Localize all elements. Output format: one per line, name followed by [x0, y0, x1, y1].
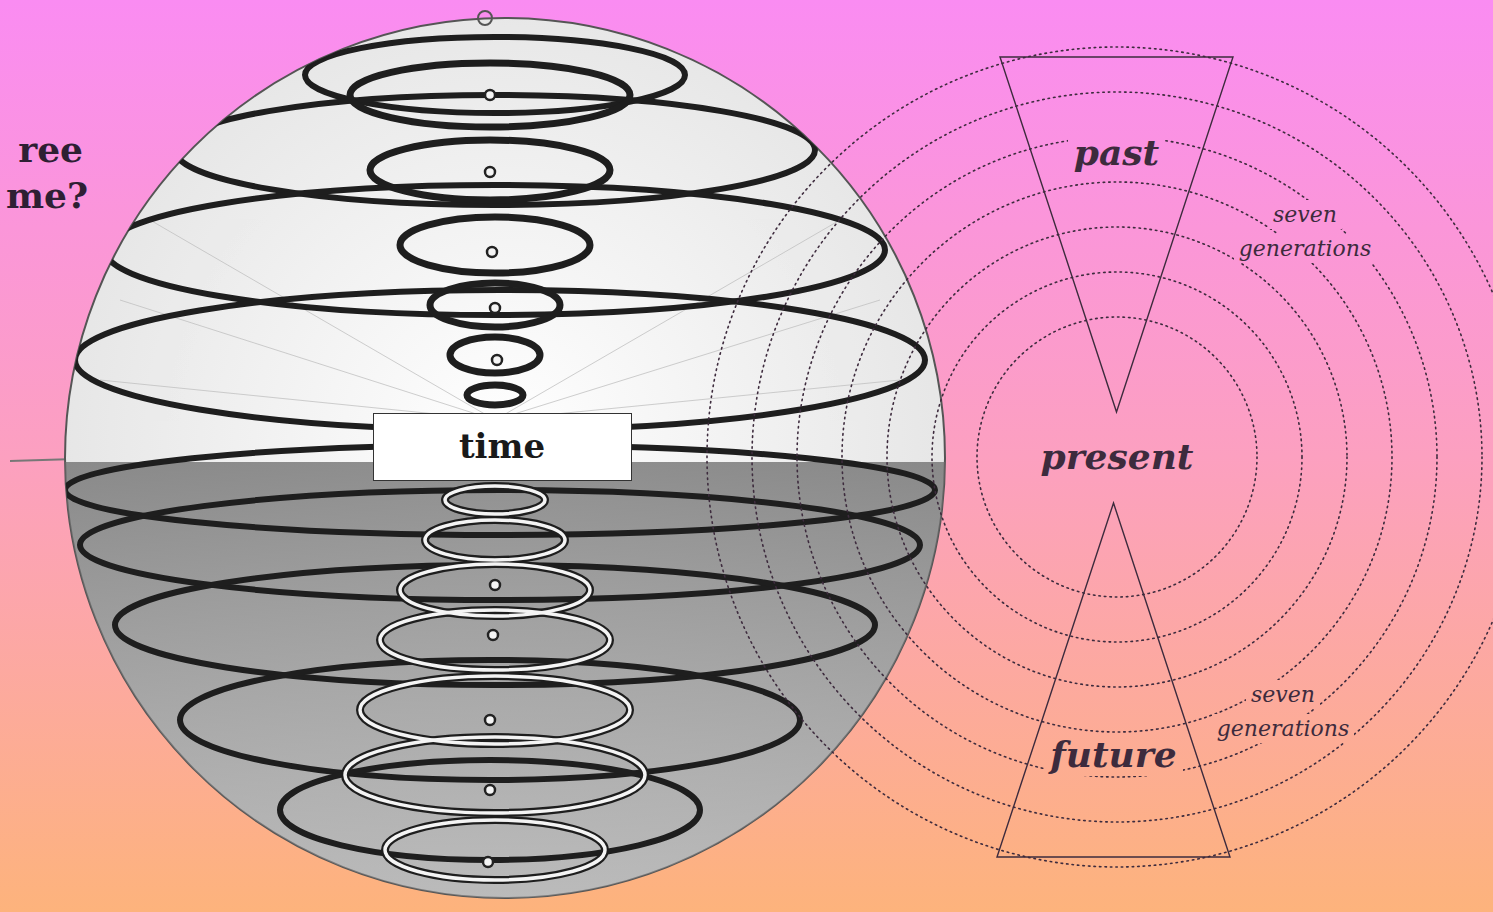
generation-ring — [842, 182, 1392, 732]
top-loop — [478, 11, 492, 25]
generation-ring — [932, 272, 1302, 642]
node-text: past — [1068, 132, 1165, 173]
node-text: future — [1044, 734, 1182, 775]
node-text: time — [453, 427, 551, 466]
sphere-shade — [60, 462, 960, 912]
present-circle: present — [977, 317, 1257, 597]
past-triangle-outline — [1000, 57, 1233, 412]
label-patch: seven generations — [1234, 200, 1377, 263]
generation-ring — [707, 47, 1493, 867]
time-box: time — [373, 413, 632, 481]
inner-spiral-bottom — [345, 486, 645, 880]
generation-ring — [797, 137, 1437, 777]
title-fragment: ree — [18, 121, 83, 179]
generation-ring — [887, 227, 1347, 687]
generation-note: seven generations — [1198, 678, 1368, 746]
present-circle-shape — [977, 317, 1257, 597]
node-text: present — [1034, 436, 1199, 477]
future-triangle-outline — [997, 503, 1230, 857]
inner-spiral-bottom-outline — [345, 486, 645, 880]
past-triangle: past — [1000, 57, 1233, 412]
past-triangle-shape — [1000, 57, 1233, 412]
future-triangle-shape — [997, 503, 1230, 857]
hatching — [100, 220, 900, 420]
label-patch: seven generations — [1212, 680, 1355, 743]
inner-spiral-top — [350, 63, 630, 405]
outer-spiral — [65, 37, 935, 860]
future-triangle: future — [997, 503, 1230, 857]
generation-ring — [752, 92, 1482, 822]
title-fragment: me? — [6, 167, 88, 225]
generation-note: seven generations — [1220, 198, 1390, 266]
